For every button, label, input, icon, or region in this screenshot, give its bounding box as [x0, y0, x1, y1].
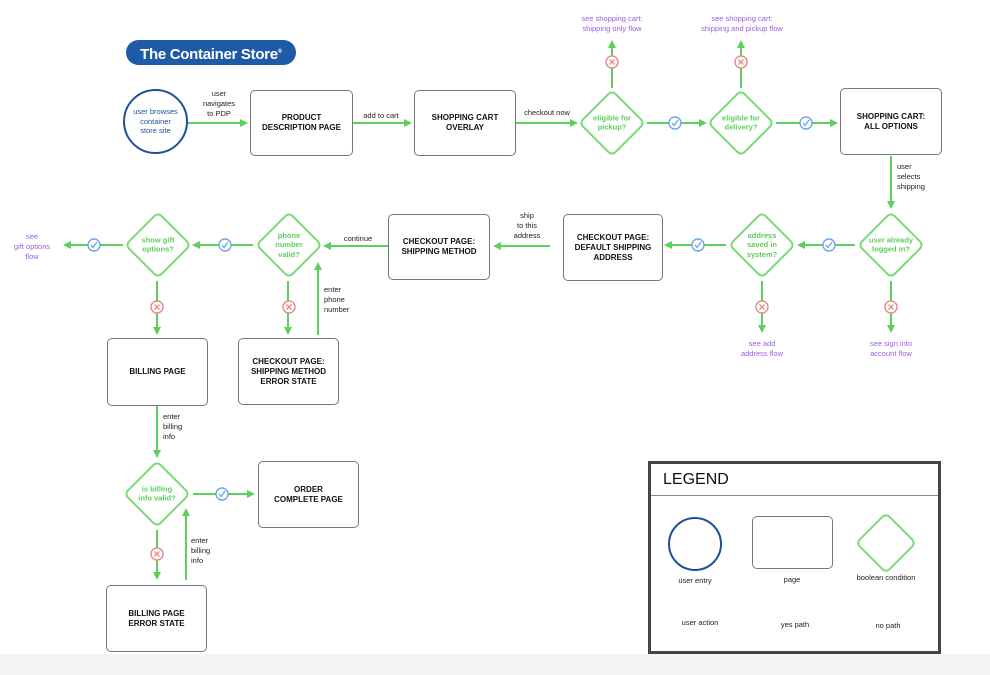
no-mark-billing-x-icon: [150, 547, 164, 561]
link-gift-options-flow[interactable]: see gift options flow: [13, 232, 51, 261]
page-checkout-shipping-method: CHECKOUT PAGE: SHIPPING METHOD: [388, 214, 490, 280]
link-sign-in-flow[interactable]: see sign into account flow: [869, 339, 913, 358]
logo-text: The Container Store: [140, 46, 278, 63]
yes-mark-loggedin-check-icon: [822, 238, 836, 252]
no-mark-loggedin-x-icon: [884, 300, 898, 314]
condition-logged-in-label: user already logged in?: [868, 235, 914, 254]
action-ship-to-address: ship to this address: [513, 211, 541, 240]
yes-mark-address-check-icon: [691, 238, 705, 252]
yes-mark-billing-check-icon: [215, 487, 229, 501]
page-order-complete: ORDER COMPLETE PAGE: [258, 461, 359, 528]
logo-registered-mark: ®: [277, 49, 282, 55]
page-shopping-cart-overlay: SHOPPING CART OVERLAY: [414, 90, 516, 156]
page-footer-bar: [0, 654, 990, 675]
action-navigate: user navigates to PDP: [202, 89, 236, 118]
action-add-to-cart: add to cart: [363, 111, 399, 120]
action-continue: continue: [343, 234, 373, 243]
link-shipping-only-flow[interactable]: see shopping cart: shipping only flow: [581, 14, 643, 33]
container-store-logo: The Container Store®: [126, 40, 296, 65]
yes-mark-delivery-check-icon: [799, 116, 813, 130]
user-entry-circle: user browses container store site: [123, 89, 188, 154]
page-billing: BILLING PAGE: [107, 338, 208, 406]
condition-phone-valid-label: phone number valid?: [275, 230, 303, 259]
no-mark-delivery-x-icon: [734, 55, 748, 69]
action-enter-billing-retry: enter billing info: [191, 536, 211, 565]
yes-mark-phone-check-icon: [218, 238, 232, 252]
page-product-description: PRODUCT DESCRIPTION PAGE: [250, 90, 353, 156]
no-mark-address-x-icon: [755, 300, 769, 314]
legend-user-entry-shape: [668, 517, 722, 571]
condition-delivery-label: eligible for delivery?: [722, 113, 760, 132]
yes-mark-pickup-check-icon: [668, 116, 682, 130]
condition-pickup-label: eligible for pickup?: [593, 113, 631, 132]
legend-yes-path-label: yes path: [780, 620, 810, 629]
page-shopping-cart-all-options: SHOPPING CART: ALL OPTIONS: [840, 88, 942, 155]
legend-no-path-label: no path: [875, 621, 901, 630]
condition-billing-valid-label: is billing info valid?: [138, 484, 176, 503]
action-checkout-now: checkout now: [524, 108, 570, 117]
legend-title: LEGEND: [651, 464, 938, 496]
yes-mark-gift-check-icon: [87, 238, 101, 252]
no-mark-pickup-x-icon: [605, 55, 619, 69]
legend-user-entry-label: user entry: [678, 576, 712, 585]
page-checkout-default-shipping: CHECKOUT PAGE: DEFAULT SHIPPING ADDRESS: [563, 214, 663, 281]
no-mark-gift-x-icon: [150, 300, 164, 314]
link-add-address-flow[interactable]: see add address flow: [740, 339, 784, 358]
legend-page-shape: [752, 516, 833, 569]
condition-address-saved-label: address saved in system?: [746, 230, 778, 259]
action-selects-shipping: user selects shipping: [897, 162, 925, 191]
page-checkout-error-state: CHECKOUT PAGE: SHIPPING METHOD ERROR STA…: [238, 338, 339, 405]
legend-page-label: page: [783, 575, 801, 584]
action-enter-phone: enter phone number: [324, 285, 350, 314]
no-mark-phone-x-icon: [282, 300, 296, 314]
legend-boolean-label: boolean condition: [856, 573, 916, 582]
action-enter-billing: enter billing info: [163, 412, 183, 441]
page-billing-error-state: BILLING PAGE ERROR STATE: [106, 585, 207, 652]
condition-gift-options-label: show gift options?: [141, 235, 175, 254]
link-shipping-pickup-flow[interactable]: see shopping cart: shipping and pickup f…: [701, 14, 783, 33]
legend-user-action-label: user action: [681, 618, 719, 627]
